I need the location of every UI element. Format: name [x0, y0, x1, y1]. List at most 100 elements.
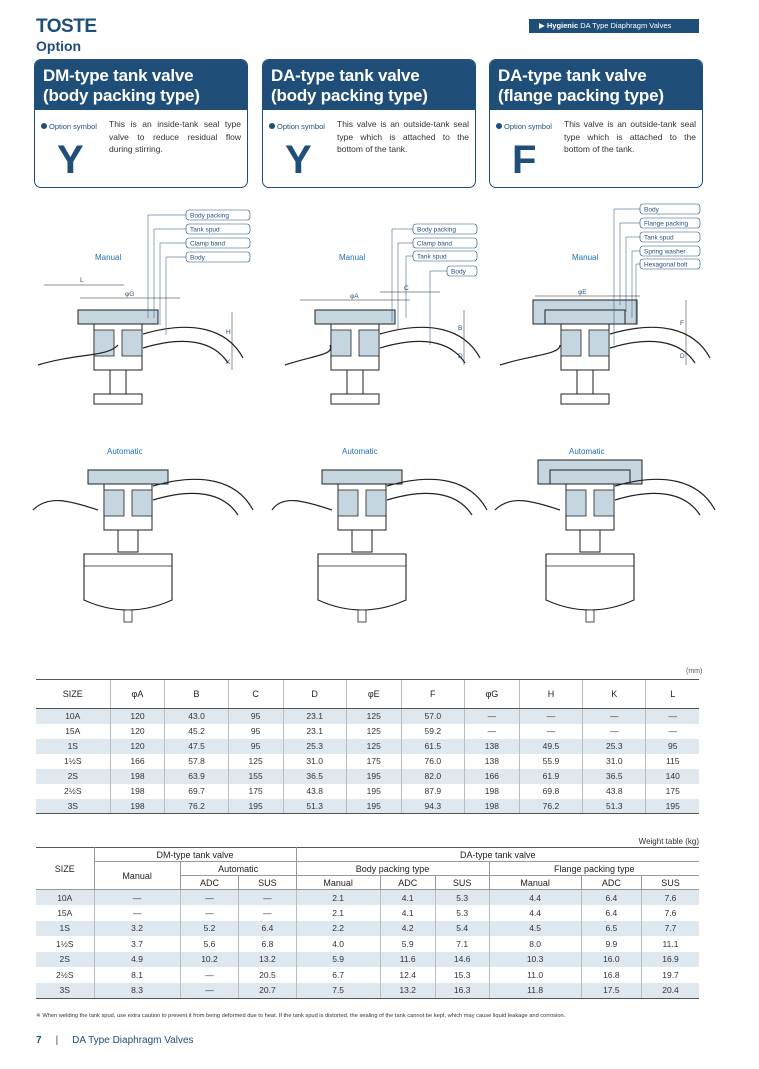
- dimension-header-cell: φE: [345, 679, 402, 709]
- table-cell: 5.4: [434, 920, 490, 936]
- table-cell: —: [463, 723, 520, 739]
- card-title-line2: (flange packing type): [498, 86, 664, 105]
- callout-body: Body: [644, 207, 660, 214]
- dim-H: H: [226, 329, 231, 336]
- table-cell: 51.3: [282, 798, 347, 814]
- body-adc-header: ADC: [379, 875, 436, 890]
- table-cell: 55.9: [518, 753, 583, 769]
- table-cell: 57.0: [400, 708, 465, 724]
- da-body-dimension-lines: φA C B D: [300, 285, 465, 365]
- table-cell: —: [645, 708, 699, 724]
- table-cell: 23.1: [282, 708, 347, 724]
- table-cell: —: [179, 982, 239, 999]
- table-cell: 195: [227, 798, 283, 814]
- table-cell: 138: [463, 738, 520, 754]
- table-cell: —: [463, 708, 520, 724]
- table-cell: —: [179, 905, 239, 921]
- table-cell: —: [179, 967, 239, 983]
- table-cell: 16.8: [580, 967, 642, 983]
- table-cell: 125: [227, 753, 283, 769]
- table-cell: 76.2: [164, 798, 229, 814]
- automatic-label: Automatic: [107, 447, 143, 456]
- table-cell: 15A: [65, 726, 81, 736]
- callout-hexagonal-bolt: Hexagonal bolt: [644, 262, 688, 269]
- table-cell: 175: [227, 783, 283, 799]
- option-symbol-text: Option symbol: [49, 122, 97, 131]
- callout-spring-washer: Spring washer: [644, 249, 686, 256]
- table-cell: 140: [645, 768, 699, 784]
- table-cell: 175: [345, 753, 402, 769]
- table-cell: 63.9: [164, 768, 229, 784]
- table-cell: 3.7: [93, 936, 181, 952]
- table-cell: 13.2: [238, 951, 297, 967]
- table-cell: —: [238, 905, 297, 921]
- manual-label: Manual: [339, 253, 365, 262]
- table-cell: 1S: [36, 920, 94, 936]
- option-symbol-label: Option symbol: [269, 122, 325, 131]
- card-title: DA-type tank valve (body packing type): [263, 60, 475, 110]
- option-letter: Y: [57, 138, 84, 182]
- callout-body-packing: Body packing: [190, 213, 229, 220]
- table-cell: 125: [345, 723, 402, 739]
- table-cell: 2½S: [56, 969, 74, 980]
- bullet-icon: [41, 123, 47, 129]
- table-cell: 16.9: [641, 951, 699, 967]
- dm-manual-header: Manual: [94, 861, 181, 890]
- category-header: ▶ Hygienic DA Type Diaphragm Valves: [529, 19, 699, 33]
- table-cell: 17.5: [580, 982, 642, 999]
- table-cell: —: [179, 889, 239, 905]
- da-flange-manual-drawing: [499, 299, 711, 405]
- table-cell: —: [582, 723, 646, 739]
- card-title: DM-type tank valve (body packing type): [35, 60, 247, 110]
- table-cell: 95: [227, 738, 283, 754]
- dim-G: φG: [125, 291, 134, 298]
- table-cell: 43.0: [164, 708, 229, 724]
- table-cell: —: [238, 889, 297, 905]
- dm-adc-header: ADC: [180, 875, 240, 890]
- table-cell: 4.1: [379, 905, 436, 921]
- table-cell: 6.8: [238, 936, 297, 952]
- table-cell: 2.2: [295, 920, 381, 936]
- table-cell: 5.2: [179, 920, 239, 936]
- table-cell: 19.7: [641, 967, 699, 983]
- dim-C: C: [404, 285, 409, 292]
- option-card-dm-body: DM-type tank valve (body packing type) O…: [34, 59, 248, 188]
- dim-E: φE: [578, 289, 587, 296]
- card-title-line1: DA-type tank valve: [498, 66, 647, 85]
- table-cell: 1S: [36, 738, 111, 754]
- dm-header: DM-type tank valve: [93, 847, 297, 862]
- table-cell: 31.0: [282, 753, 347, 769]
- manual-label: Manual: [95, 253, 121, 262]
- table-cell: 166: [463, 768, 520, 784]
- table-cell: —: [518, 708, 583, 724]
- table-cell: 15A: [57, 907, 73, 918]
- table-cell: 120: [109, 738, 165, 754]
- flange-sus-header: SUS: [641, 875, 699, 890]
- table-cell: 5.3: [434, 905, 490, 921]
- table-cell: 4.2: [379, 920, 436, 936]
- section-title: Option: [36, 38, 82, 54]
- manual-label: Manual: [572, 253, 598, 262]
- dm-automatic-drawing: [32, 469, 254, 623]
- table-cell: 166: [109, 753, 165, 769]
- table-cell: 76.2: [518, 798, 583, 814]
- table-cell: 1½S: [64, 756, 82, 766]
- table-cell: 10A: [36, 889, 94, 905]
- table-cell: 36.5: [582, 768, 646, 784]
- table-cell: 9.9: [580, 936, 642, 952]
- da-body-manual-drawing: [284, 309, 481, 405]
- flange-packing-header: Flange packing type: [488, 861, 699, 876]
- dm-dimension-lines: L φG H K: [44, 277, 233, 370]
- flange-manual-header: Manual: [488, 875, 582, 890]
- table-cell: —: [93, 905, 181, 921]
- table-cell: 198: [109, 798, 165, 814]
- table-cell: 59.2: [400, 723, 465, 739]
- bullet-icon: [496, 123, 502, 129]
- option-letter: Y: [285, 138, 312, 182]
- table-cell: 87.9: [400, 783, 465, 799]
- table-cell: 25.3: [282, 738, 347, 754]
